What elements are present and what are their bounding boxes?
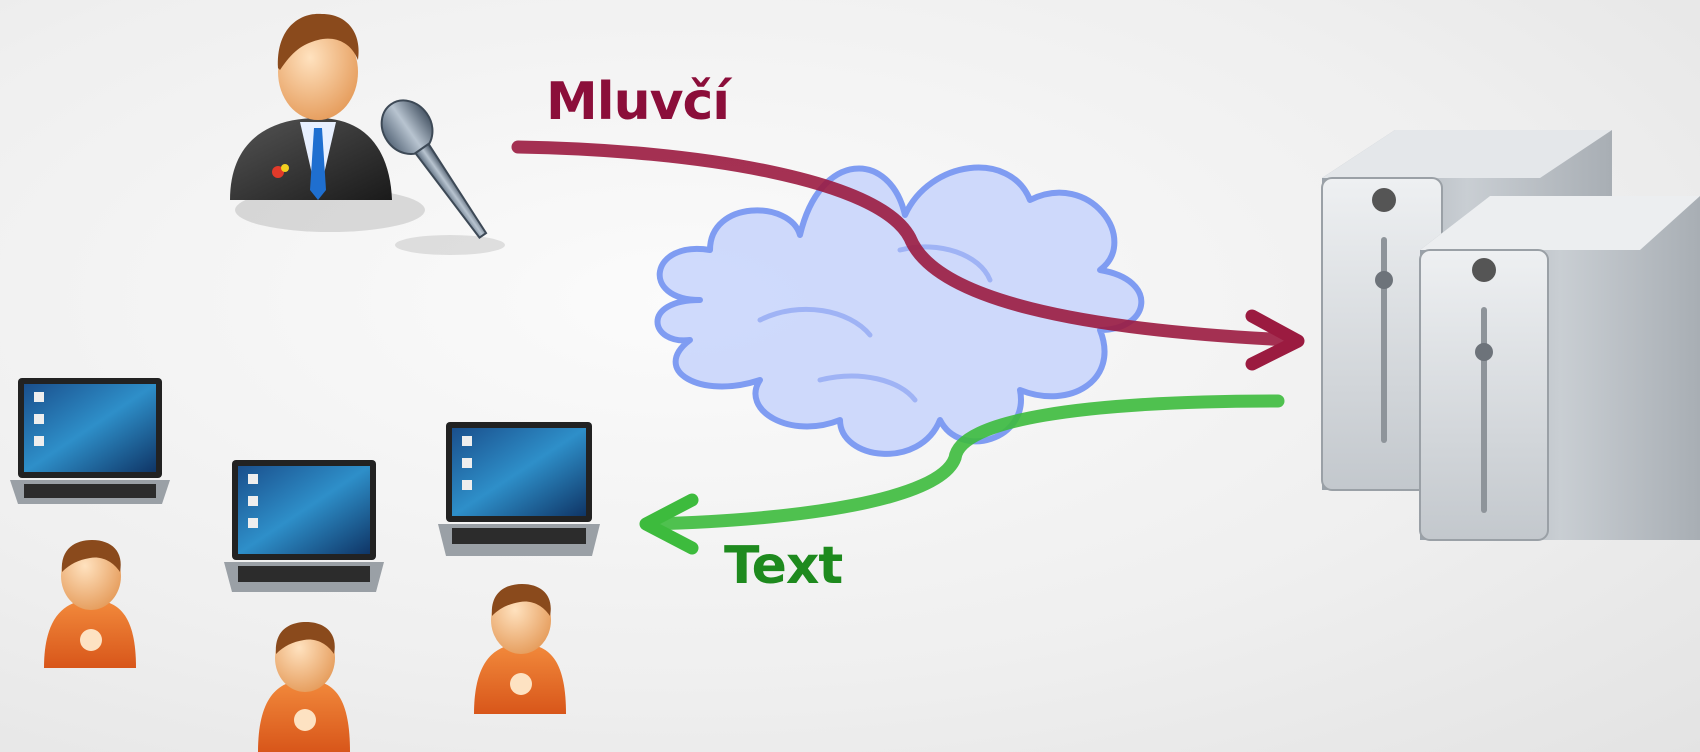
laptop-icon — [224, 460, 384, 592]
speaker-arrow — [511, 140, 1305, 371]
user-icon — [258, 622, 350, 752]
businessman-icon — [230, 13, 425, 232]
microphone-icon — [380, 99, 505, 255]
laptop-icon — [438, 422, 600, 556]
text-label: Text — [724, 536, 843, 596]
user-icon — [474, 584, 566, 714]
server-icon — [1321, 130, 1700, 541]
text-arrow — [639, 394, 1285, 555]
laptop-icon — [10, 378, 170, 504]
speaker-label: Mluvčí — [546, 72, 730, 132]
user-icon — [44, 540, 136, 668]
